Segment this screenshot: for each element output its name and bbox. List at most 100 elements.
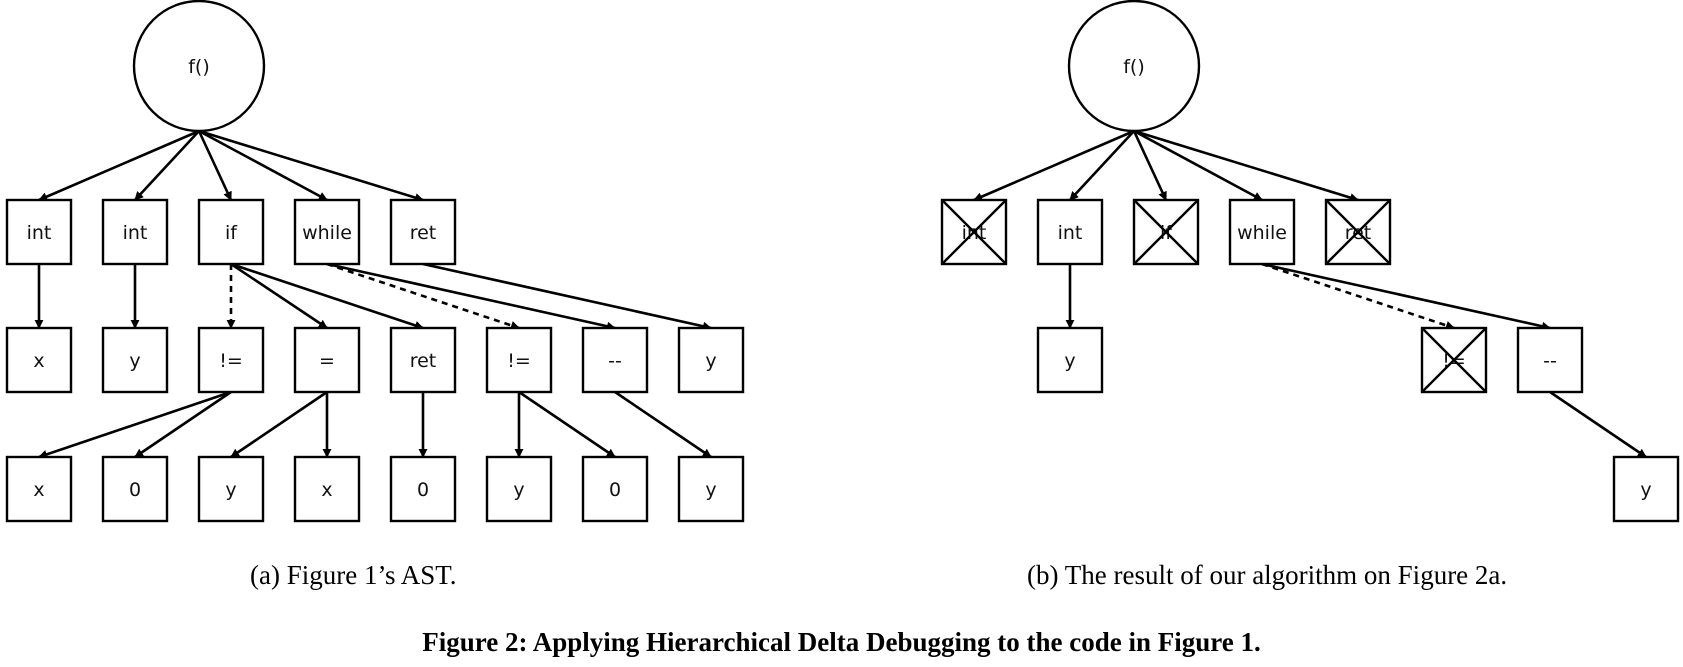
node-shape — [197, 198, 265, 266]
node-shape — [5, 326, 73, 394]
node-label: != — [219, 350, 243, 372]
edge-while-to-dec — [1261, 262, 1551, 331]
node-label: int — [27, 222, 52, 244]
edge-eq-to-y3 — [230, 390, 328, 459]
node-z1: 0 — [101, 455, 169, 523]
node-while: while — [293, 198, 361, 266]
edge-root-to-int1 — [973, 129, 1135, 202]
edge-dec-to-y5 — [1549, 390, 1647, 459]
node-neq1: != — [197, 326, 265, 394]
node-shape — [389, 326, 457, 394]
node-label: if — [225, 222, 238, 244]
node-root: f() — [132, 0, 266, 133]
node-label: while — [1237, 222, 1287, 244]
node-shape — [1612, 455, 1680, 523]
node-eq: = — [293, 326, 361, 394]
node-label: while — [302, 222, 352, 244]
cross-mark — [1325, 199, 1391, 265]
node-int1: int — [940, 198, 1008, 266]
node-label: 0 — [129, 479, 141, 501]
node-label: y — [129, 350, 140, 372]
node-label: != — [507, 350, 531, 372]
node-if: if — [1132, 198, 1200, 266]
node-label: int — [1058, 222, 1083, 244]
node-label: y — [705, 350, 716, 372]
edge-while-to-dec — [326, 262, 616, 331]
edge-if-to-eq — [230, 262, 328, 330]
node-shape — [197, 455, 265, 523]
node-ret1: ret — [1324, 198, 1392, 266]
node-shape — [1036, 198, 1104, 266]
edge-if-to-ret2 — [230, 262, 424, 330]
node-while: while — [1228, 198, 1296, 266]
node-label: y — [1640, 479, 1651, 501]
node-shape — [293, 198, 361, 266]
node-shape — [485, 455, 553, 523]
cross-mark — [1133, 199, 1199, 265]
node-shape — [677, 326, 745, 394]
node-dec: -- — [581, 326, 649, 394]
node-label: f() — [1123, 56, 1145, 78]
edge-root-to-int2 — [134, 130, 200, 201]
node-label: ret — [410, 350, 437, 372]
subfigure-caption-a: (a) Figure 1’s AST. — [250, 560, 457, 590]
node-label: x — [321, 479, 332, 501]
node-if: if — [197, 198, 265, 266]
node-y1: y — [1036, 326, 1104, 394]
node-z3: 0 — [581, 455, 649, 523]
edge-neq2-to-z3 — [518, 390, 616, 459]
edge-root-to-while — [198, 129, 328, 202]
node-shape — [132, 0, 266, 133]
node-int2: int — [101, 198, 169, 266]
node-y5: y — [1612, 455, 1680, 523]
node-x3: x — [293, 455, 361, 523]
node-label: = — [319, 350, 335, 372]
node-y3: y — [197, 455, 265, 523]
node-neq2: != — [1420, 326, 1488, 394]
node-label: y — [705, 479, 716, 501]
node-label: x — [33, 350, 44, 372]
edge-root-to-int2 — [1069, 130, 1135, 201]
node-shape — [1228, 198, 1296, 266]
node-shape — [485, 326, 553, 394]
node-label: y — [513, 479, 524, 501]
node-shape — [5, 198, 73, 266]
node-shape — [1036, 326, 1104, 394]
node-shape — [293, 455, 361, 523]
node-int2: int — [1036, 198, 1104, 266]
node-label: f() — [188, 56, 210, 78]
node-shape — [581, 326, 649, 394]
node-label: -- — [608, 350, 622, 372]
node-shape — [293, 326, 361, 394]
edge-ret1-to-y2 — [422, 262, 712, 331]
node-shape — [101, 326, 169, 394]
node-label: y — [1064, 350, 1075, 372]
node-shape — [101, 198, 169, 266]
node-shape — [389, 198, 457, 266]
node-shape — [581, 455, 649, 523]
node-label: y — [225, 479, 236, 501]
edge-root-to-if — [197, 130, 233, 201]
edge-while-to-neq2-dashed — [326, 262, 520, 330]
node-y4: y — [485, 455, 553, 523]
node-root: f() — [1067, 0, 1201, 133]
node-shape — [101, 455, 169, 523]
node-z2: 0 — [389, 455, 457, 523]
subfigure-caption-b: (b) The result of our algorithm on Figur… — [1027, 560, 1508, 590]
node-shape — [677, 455, 745, 523]
node-shape — [1516, 326, 1584, 394]
cross-mark — [941, 199, 1007, 265]
edge-while-to-neq2-dashed — [1261, 262, 1455, 330]
edge-root-to-ret1 — [1133, 129, 1359, 202]
node-x1: x — [5, 326, 73, 394]
edge-root-to-int1 — [38, 129, 200, 202]
edge-root-to-if — [1132, 130, 1168, 201]
node-ret2: ret — [389, 326, 457, 394]
node-label: -- — [1543, 350, 1557, 372]
figure-caption: Figure 2: Applying Hierarchical Delta De… — [422, 627, 1261, 657]
node-dec: -- — [1516, 326, 1584, 394]
node-shape — [197, 326, 265, 394]
node-y1: y — [101, 326, 169, 394]
node-int1: int — [5, 198, 73, 266]
